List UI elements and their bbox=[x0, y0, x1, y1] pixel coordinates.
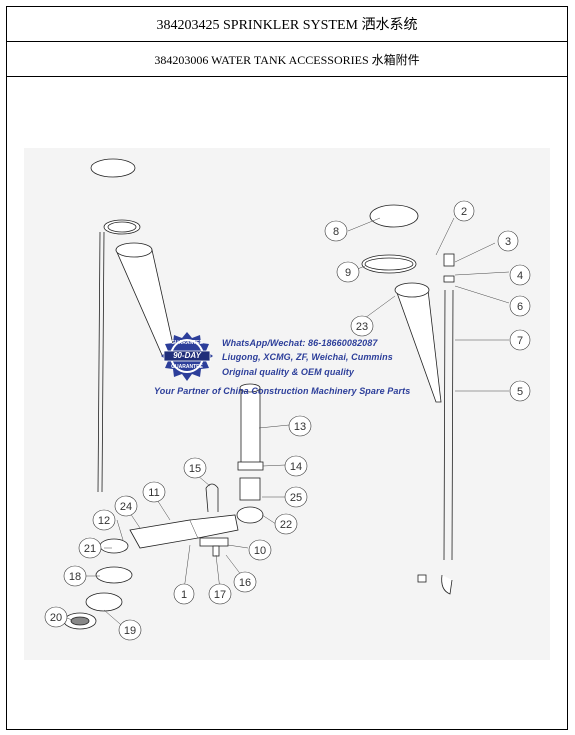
watermark-tagline: Your Partner of China Construction Machi… bbox=[154, 386, 411, 396]
cap-top-left bbox=[90, 158, 136, 178]
svg-text:3: 3 bbox=[505, 236, 511, 248]
callout-23: 23 bbox=[350, 315, 374, 337]
callout-16: 16 bbox=[233, 571, 257, 593]
callout-9: 9 bbox=[336, 261, 360, 283]
callout-5: 5 bbox=[509, 380, 531, 402]
callout-10: 10 bbox=[248, 539, 272, 561]
svg-text:15: 15 bbox=[189, 463, 201, 475]
svg-text:2: 2 bbox=[461, 206, 467, 218]
svg-text:16: 16 bbox=[239, 577, 251, 589]
callout-13: 13 bbox=[288, 415, 312, 437]
seal-top-text: GUARANTEE bbox=[171, 340, 203, 346]
callout-4: 4 bbox=[509, 264, 531, 286]
svg-text:10: 10 bbox=[254, 545, 266, 557]
svg-text:20: 20 bbox=[50, 612, 62, 624]
svg-text:22: 22 bbox=[280, 519, 292, 531]
watermark-brands: Liugong, XCMG, ZF, Weichai, Cummins bbox=[222, 352, 393, 362]
watermark-quality: Original quality & OEM quality bbox=[222, 367, 355, 377]
svg-text:9: 9 bbox=[345, 267, 351, 279]
callout-17: 17 bbox=[208, 583, 232, 605]
svg-text:4: 4 bbox=[517, 270, 523, 282]
svg-text:14: 14 bbox=[290, 461, 302, 473]
svg-text:23: 23 bbox=[356, 321, 368, 333]
system-title: 384203425 SPRINKLER SYSTEM 洒水系统 bbox=[7, 7, 567, 42]
callout-11: 11 bbox=[142, 481, 166, 503]
callout-22: 22 bbox=[274, 513, 298, 535]
svg-text:24: 24 bbox=[120, 501, 132, 513]
callout-20: 20 bbox=[44, 606, 68, 628]
callout-1: 1 bbox=[173, 583, 195, 605]
svg-text:1: 1 bbox=[181, 589, 187, 601]
svg-text:12: 12 bbox=[98, 515, 110, 527]
callout-12: 12 bbox=[92, 509, 116, 531]
svg-text:25: 25 bbox=[290, 492, 302, 504]
callout-8: 8 bbox=[324, 220, 348, 242]
callout-15: 15 bbox=[183, 457, 207, 479]
svg-text:8: 8 bbox=[333, 226, 339, 238]
guarantee-seal-icon bbox=[161, 332, 213, 381]
callout-2: 2 bbox=[453, 200, 475, 222]
svg-text:11: 11 bbox=[148, 487, 159, 499]
svg-text:13: 13 bbox=[294, 421, 306, 433]
svg-text:21: 21 bbox=[84, 543, 96, 555]
watermark-contact: WhatsApp/Wechat: 86-18660082087 bbox=[222, 338, 378, 348]
svg-text:7: 7 bbox=[517, 335, 523, 347]
callout-7: 7 bbox=[509, 329, 531, 351]
svg-text:5: 5 bbox=[517, 386, 523, 398]
parts-sheet: 384203425 SPRINKLER SYSTEM 洒水系统 38420300… bbox=[6, 6, 568, 730]
svg-text:6: 6 bbox=[517, 301, 523, 313]
callout-3: 3 bbox=[497, 230, 519, 252]
svg-text:19: 19 bbox=[124, 625, 136, 637]
seal-middle-text: 90-DAY bbox=[173, 351, 201, 360]
callout-25: 25 bbox=[284, 486, 308, 508]
callout-21: 21 bbox=[78, 537, 102, 559]
callout-6: 6 bbox=[509, 295, 531, 317]
callout-19: 19 bbox=[118, 619, 142, 641]
seal-bottom-text: GUARANTEE bbox=[171, 364, 203, 370]
svg-text:17: 17 bbox=[214, 589, 226, 601]
group-title: 384203006 WATER TANK ACCESSORIES 水箱附件 bbox=[7, 42, 567, 77]
callout-24: 24 bbox=[114, 495, 138, 517]
callout-14: 14 bbox=[284, 455, 308, 477]
svg-text:18: 18 bbox=[69, 571, 81, 583]
callout-18: 18 bbox=[63, 565, 87, 587]
